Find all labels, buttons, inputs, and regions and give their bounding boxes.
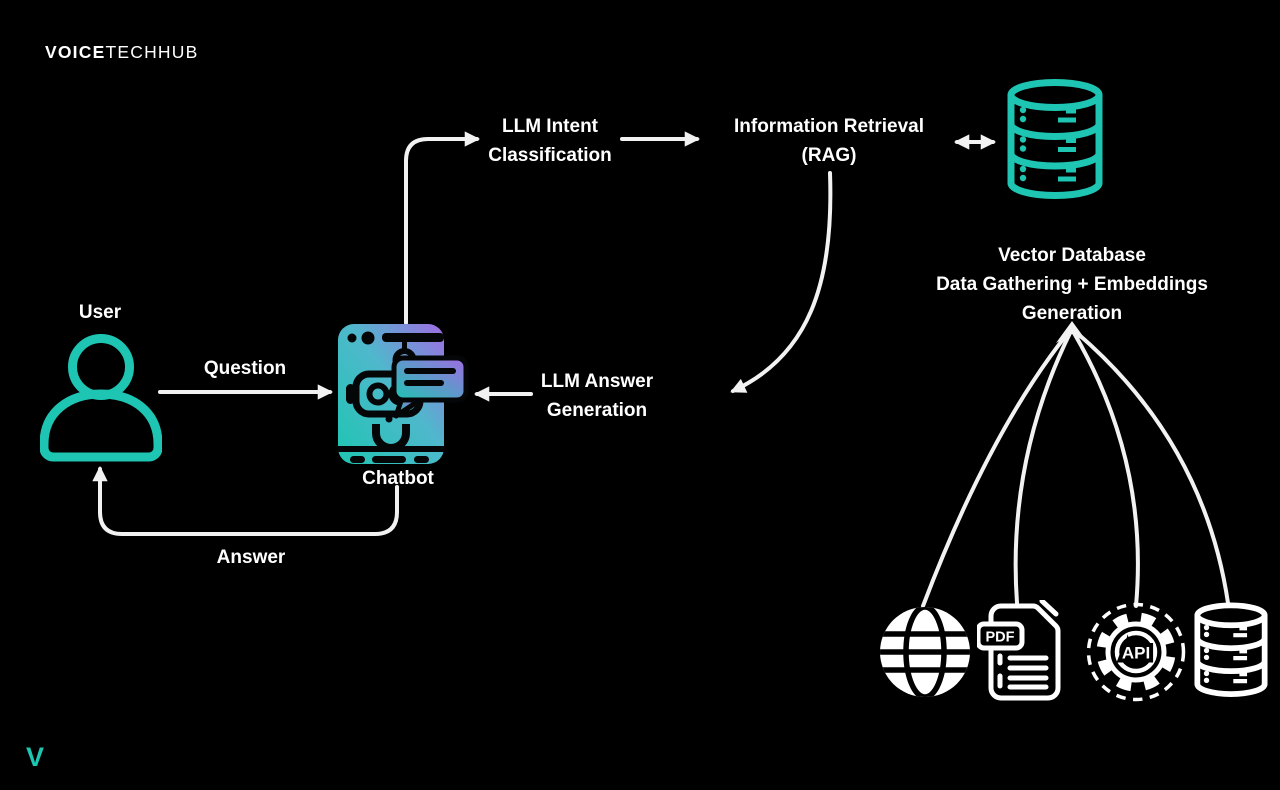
web-globe-icon: [880, 607, 970, 697]
robot-left-eye: [366, 382, 390, 406]
bubble-body: [391, 355, 469, 403]
fan-origin-arrowhead: [1056, 321, 1088, 343]
user-label: User: [78, 302, 122, 323]
phone-pill-right: [414, 456, 429, 463]
chatbot-label: Chatbot: [362, 468, 434, 489]
chatbot-to-intent-arrow: [404, 131, 481, 325]
user-icon: [40, 334, 162, 462]
user-head: [68, 334, 134, 400]
footer-v-mark: V: [26, 742, 45, 772]
phone-top-bar: [382, 333, 444, 342]
api-dashed-ring: [1086, 602, 1186, 702]
fan-line-database: [1075, 331, 1230, 605]
phone-pill-center: [372, 456, 406, 463]
bubble-text-line-1: [404, 368, 456, 374]
fan-line-web: [921, 331, 1070, 608]
vector-database-label: Vector Database Data Gathering + Embeddi…: [936, 245, 1208, 324]
pdf-text-lines: [1007, 655, 1049, 690]
api-gear-icon: API: [1086, 602, 1186, 702]
api-label: API: [1122, 644, 1150, 663]
llm-answer-label: LLM Answer Generation: [540, 371, 654, 421]
phone-pill-left: [350, 456, 365, 463]
chat-speech-bubble: [391, 355, 469, 419]
fan-line-api: [1072, 331, 1140, 608]
answer-loop-arrow: [92, 465, 399, 536]
pdf-badge-label: PDF: [986, 630, 1015, 646]
information-retrieval-label: Information Retrieval (RAG): [733, 116, 925, 166]
brand-logo-bold: VOICE: [45, 42, 106, 62]
pdf-document-icon: PDF: [977, 600, 1061, 701]
pdf-page-outline: [988, 603, 1061, 701]
brand-logo: VOICETECHHUB: [45, 42, 198, 63]
fan-line-pdf: [1013, 331, 1072, 605]
api-gear-ring: [1105, 621, 1167, 683]
source-database-icon: [1194, 602, 1268, 697]
phone-camera-dot: [347, 333, 357, 343]
data-source-fan-lines: [921, 331, 1230, 608]
vector-database-icon: [1007, 79, 1103, 199]
llm-intent-label: LLM Intent Classification: [488, 116, 612, 166]
question-label: Question: [203, 358, 287, 379]
phone-speaker-dot: [361, 331, 375, 345]
pdf-badge: [977, 621, 1025, 651]
user-body: [40, 389, 162, 462]
chatbot-icon: [338, 324, 469, 464]
answer-label: Answer: [216, 547, 286, 568]
bubble-text-line-2: [404, 380, 444, 386]
pdf-corner-fold: [1039, 600, 1059, 617]
robot-torso: [372, 424, 410, 452]
api-inner-ring: [1114, 630, 1158, 674]
brand-logo-rest: TECHHUB: [105, 42, 199, 62]
rag-to-answer-curved-arrow: [730, 171, 833, 393]
